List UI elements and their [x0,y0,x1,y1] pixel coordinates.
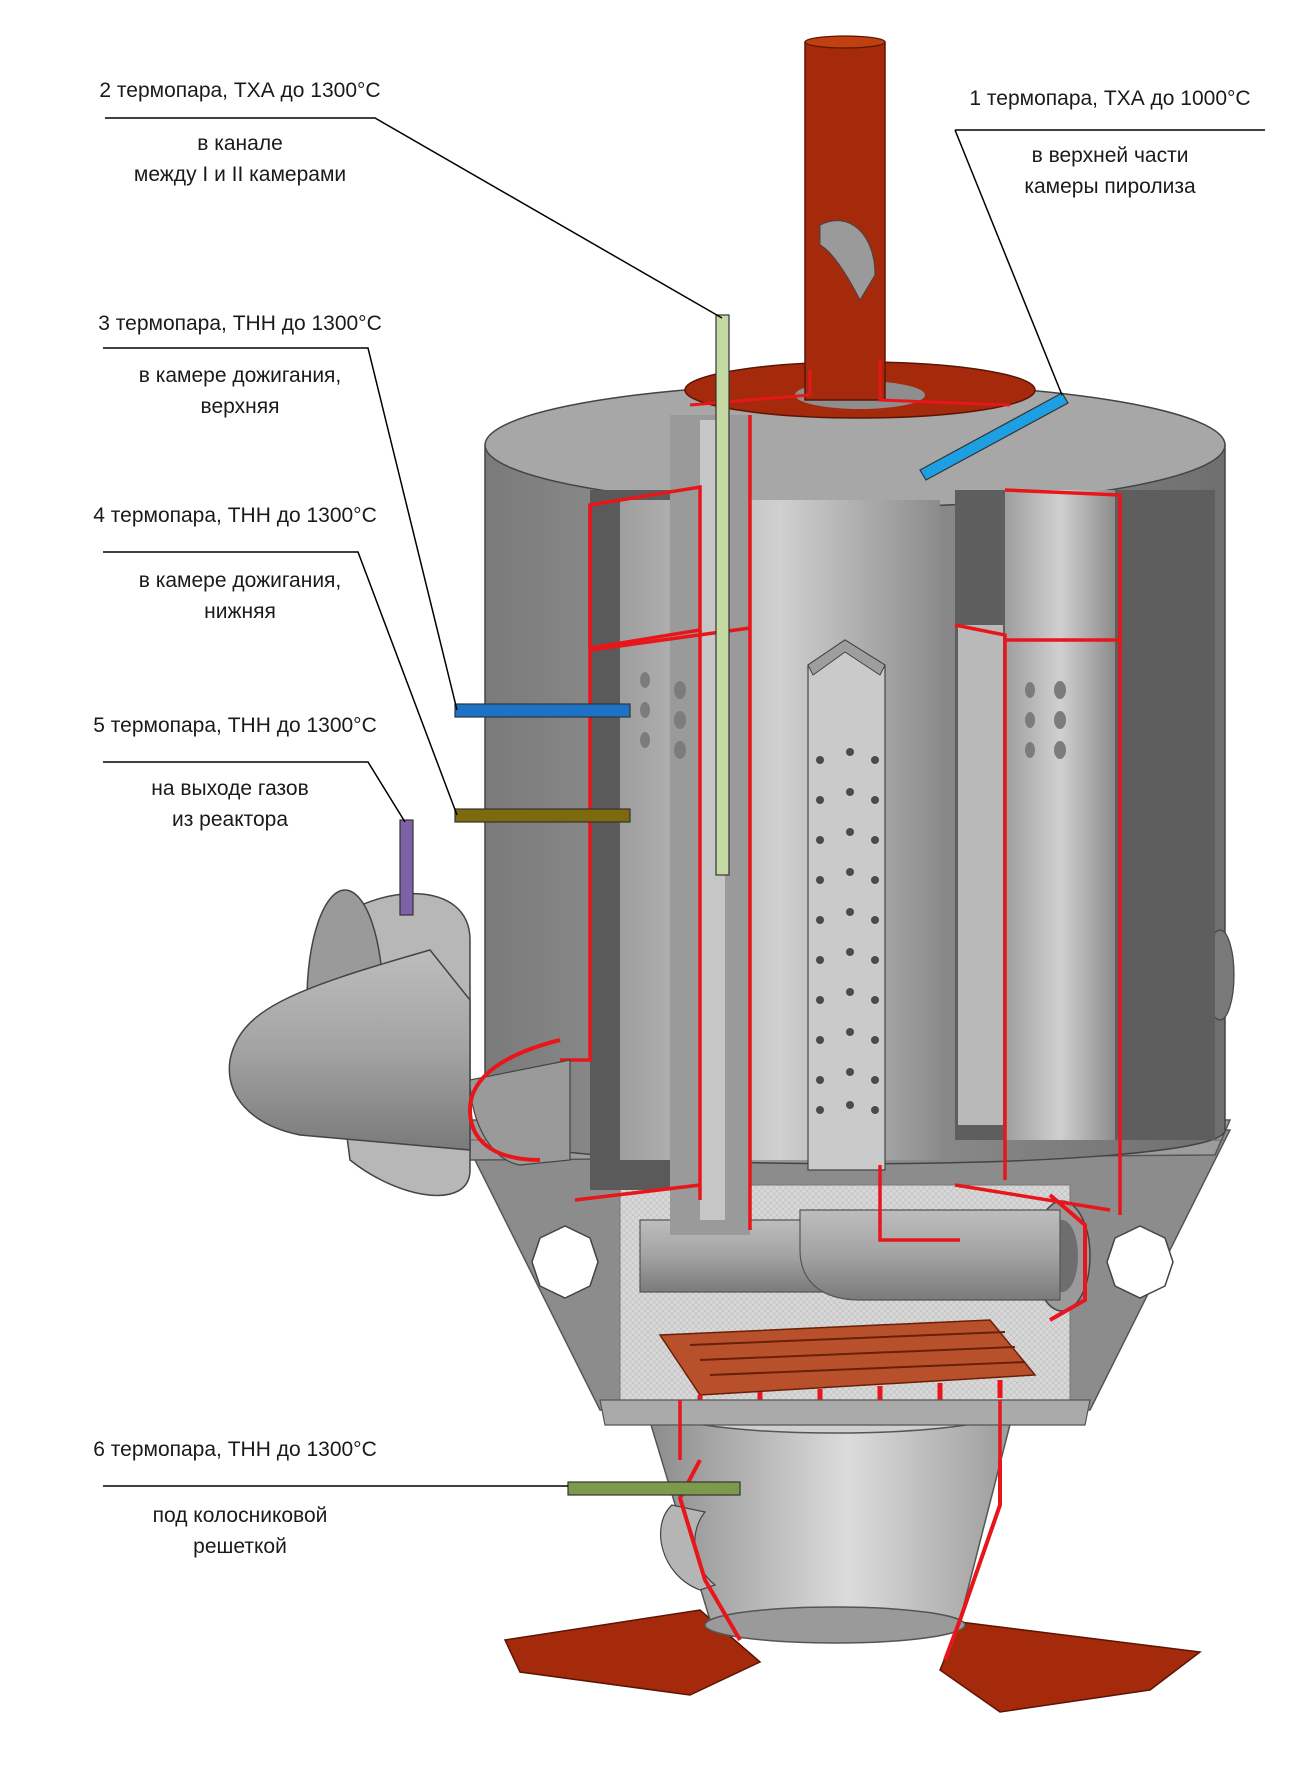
callout-3-note: в камере дожигания, верхняя [139,360,342,422]
thermocouple-4-probe [454,808,631,823]
callout-2-title: 2 термопара, ТХА до 1300°С [99,79,381,102]
outlet-pipe [228,889,571,1197]
callout-6-line-2: решеткой [193,1535,287,1558]
callout-6-line-1: под колосниковой [152,1504,328,1527]
callout-4-title: 4 термопара, ТНН до 1300°С [93,504,377,527]
callout-5-line-1: на выходе газов [151,777,309,800]
callout-1-note: в верхней части камеры пиролиза [1024,140,1195,202]
callout-6-note: под колосниковой решеткой [153,1500,328,1562]
callout-4-line-1: в камере дожигания, [138,569,342,592]
thermocouple-1-probe [919,392,1069,481]
thermocouple-6-probe [567,1481,741,1496]
callout-2-line-2: между I и II камерами [133,163,347,186]
thermocouples [399,314,1069,1496]
callout-4-note: в камере дожигания, нижняя [139,565,342,627]
callout-4-line-2: нижняя [204,600,276,623]
callout-2-note: в канале между I и II камерами [134,128,346,190]
perforations [816,748,879,1114]
callout-2-line-1: в канале [197,132,283,155]
callout-1-line-2: камеры пиролиза [1024,175,1196,198]
callout-1-line-1: в верхней части [1031,144,1189,167]
top-assembly [684,35,1036,419]
callout-5-note: на выходе газов из реактора [151,773,308,835]
callout-5-title: 5 термопара, ТНН до 1300°С [93,714,377,737]
callout-3-line-2: верхняя [200,395,280,418]
callout-1-title: 1 термопара, ТХА до 1000°С [969,87,1251,110]
callout-6-title: 6 термопара, ТНН до 1300°С [93,1438,377,1461]
callout-3-title: 3 термопара, ТНН до 1300°С [98,312,382,335]
thermocouple-2-probe [715,314,730,876]
thermocouple-3-probe [454,703,631,718]
callout-5-line-2: из реактора [171,808,289,831]
leader-lines [103,117,1265,1487]
thermocouple-5-probe [399,819,414,916]
callout-3-line-1: в камере дожигания, [138,364,342,387]
base-plates [503,1609,1202,1713]
